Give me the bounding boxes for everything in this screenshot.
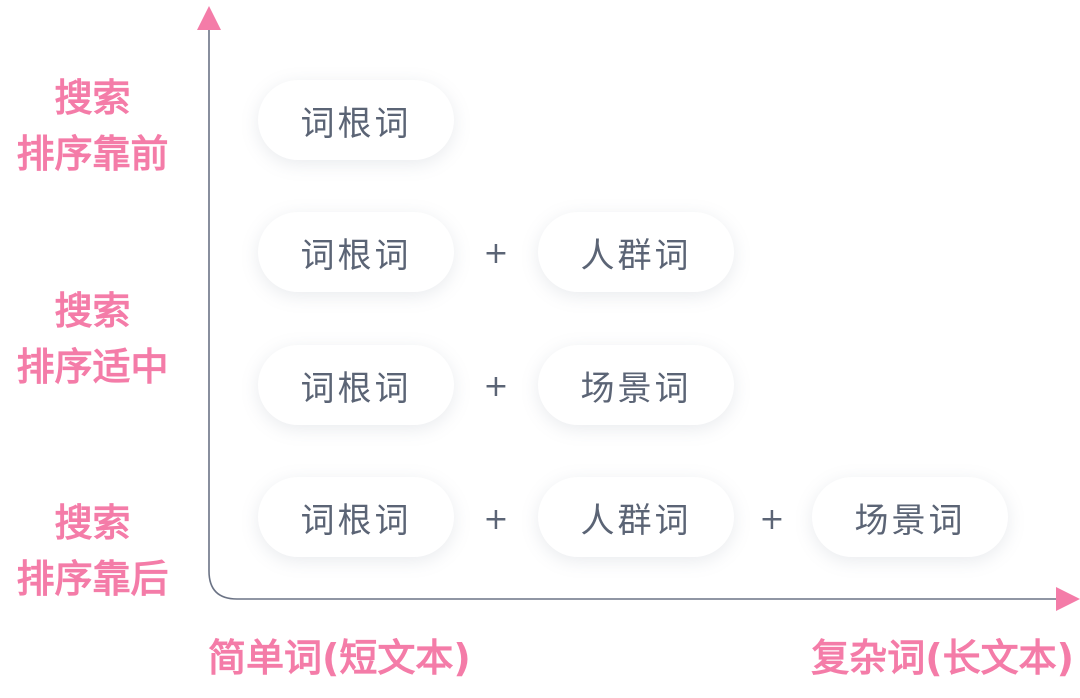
x-axis-arrow xyxy=(1056,587,1080,611)
y-label-middle: 搜索 排序适中 xyxy=(0,283,185,395)
audience-word-pill: 人群词 xyxy=(538,477,734,557)
root-word-pill: 词根词 xyxy=(258,477,454,557)
y-label-front-line1: 搜索 xyxy=(54,76,131,120)
plus-sign: + xyxy=(483,369,509,404)
y-label-front-line2: 排序靠前 xyxy=(16,132,169,176)
y-axis-line xyxy=(208,22,1066,600)
root-word-pill: 词根词 xyxy=(258,345,454,425)
y-label-back-line2: 排序靠后 xyxy=(16,557,169,601)
scene-word-pill: 场景词 xyxy=(538,345,734,425)
plus-sign: + xyxy=(483,236,509,271)
root-word-pill: 词根词 xyxy=(258,212,454,292)
plus-sign: + xyxy=(759,502,785,537)
y-label-back-line1: 搜索 xyxy=(54,501,131,545)
plus-sign: + xyxy=(483,502,509,537)
x-label-right: 复杂词(长文本) xyxy=(811,636,1074,680)
y-label-middle-line2: 排序适中 xyxy=(16,345,169,389)
y-axis-arrow xyxy=(197,6,221,30)
y-label-middle-line1: 搜索 xyxy=(54,289,131,333)
x-label-left: 简单词(短文本) xyxy=(208,636,471,680)
y-label-front: 搜索 排序靠前 xyxy=(0,70,185,182)
root-word-pill: 词根词 xyxy=(258,80,454,160)
y-label-back: 搜索 排序靠后 xyxy=(0,495,185,607)
scene-word-pill: 场景词 xyxy=(812,477,1008,557)
audience-word-pill: 人群词 xyxy=(538,212,734,292)
